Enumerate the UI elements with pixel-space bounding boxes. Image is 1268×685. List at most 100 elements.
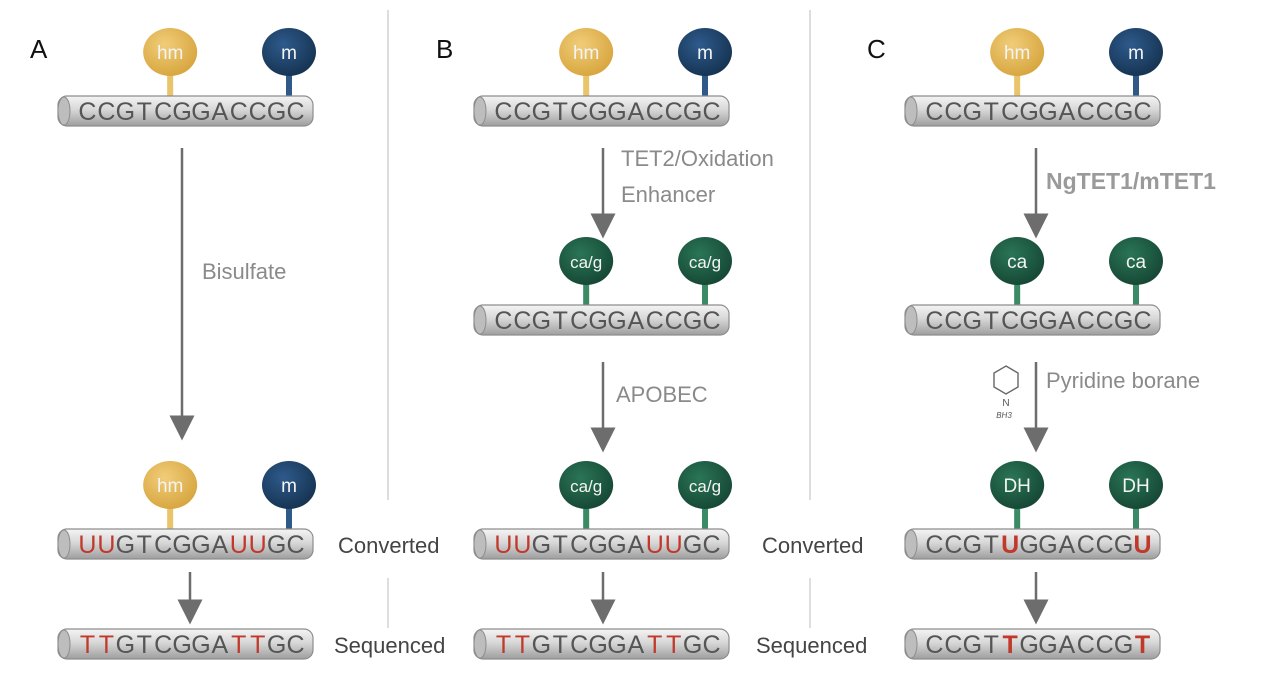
- converted-base: U: [78, 531, 96, 559]
- dna-base: T: [137, 98, 152, 126]
- dna-base: C: [1077, 307, 1095, 335]
- strand-end-cap: [904, 305, 918, 335]
- panel-label-b: B: [436, 34, 453, 64]
- marker-stem-green: [702, 283, 708, 307]
- dna-base: C: [1134, 98, 1152, 126]
- dna-base: T: [553, 631, 568, 659]
- dna-base: G: [683, 98, 702, 126]
- dna-base: C: [1077, 531, 1095, 559]
- dna-base: C: [646, 307, 664, 335]
- converted-base: T: [250, 631, 265, 659]
- dna-base: T: [553, 307, 568, 335]
- pyridine-n-atom: N: [1002, 398, 1009, 409]
- dna-base: G: [683, 307, 702, 335]
- converted-base: U: [230, 531, 248, 559]
- dna-base: C: [513, 307, 531, 335]
- dna-base: G: [191, 98, 210, 126]
- dna-base: G: [1038, 631, 1057, 659]
- marker-stem-green: [1014, 283, 1021, 307]
- dna-base: A: [212, 98, 229, 126]
- dna-base: C: [944, 631, 962, 659]
- dna-base: C: [494, 307, 512, 335]
- dna-base: G: [191, 531, 210, 559]
- marker-green-ball: [559, 461, 614, 509]
- dna-base: G: [1038, 307, 1057, 335]
- marker-blue-label: m: [697, 43, 713, 64]
- dna-base: G: [1114, 531, 1133, 559]
- dna-base: C: [570, 307, 588, 335]
- dna-base: C: [925, 98, 943, 126]
- dna-base: C: [570, 631, 588, 659]
- dna-base: G: [963, 531, 982, 559]
- dna-base: G: [532, 307, 551, 335]
- dna-base: C: [154, 531, 172, 559]
- dna-base: G: [607, 631, 626, 659]
- converted-base: U: [646, 531, 664, 559]
- dna-base: G: [1019, 631, 1038, 659]
- dna-base: A: [1059, 98, 1076, 126]
- dna-base: A: [1059, 307, 1076, 335]
- dna-base: G: [683, 531, 702, 559]
- converted-base: U: [494, 531, 512, 559]
- dna-base: G: [116, 531, 135, 559]
- sequenced-label-a: Sequenced: [334, 633, 445, 658]
- dna-base: C: [703, 307, 721, 335]
- marker-stem-green: [702, 507, 708, 531]
- pyridine-borane-structure-icon: N BH3: [993, 365, 1019, 420]
- marker-gold-ball: [559, 28, 614, 76]
- converted-base: T: [496, 631, 511, 659]
- marker-blue-ball: [678, 28, 732, 76]
- strand-end-cap: [473, 305, 487, 335]
- dna-base: C: [1096, 631, 1114, 659]
- dna-base: G: [191, 631, 210, 659]
- marker-stem-gold: [1014, 74, 1021, 98]
- dna-base: T: [984, 531, 999, 559]
- converted-base: T: [515, 631, 530, 659]
- marker-gold-label: hm: [157, 43, 183, 64]
- strand-end-cap: [904, 629, 918, 659]
- dna-base: C: [944, 307, 962, 335]
- dna-base: C: [1077, 98, 1095, 126]
- converted-base: T: [231, 631, 246, 659]
- dna-base: G: [172, 631, 191, 659]
- step-label-apobec: APOBEC: [616, 382, 708, 407]
- marker-gold-label: hm: [1004, 43, 1030, 64]
- sequenced-label-b: Sequenced: [756, 633, 867, 658]
- marker-blue-label: m: [1128, 43, 1144, 64]
- marker-green-label: DH: [1122, 476, 1149, 497]
- dna-base: C: [925, 631, 943, 659]
- marker-green-label: ca: [1126, 252, 1147, 273]
- dna-base: C: [249, 98, 267, 126]
- marker-stem-green: [1014, 507, 1021, 531]
- marker-stem-green: [583, 507, 590, 531]
- marker-green-ball: [678, 461, 732, 509]
- marker-stem-gold: [583, 74, 590, 98]
- dna-base: C: [230, 98, 248, 126]
- strand-end-cap: [473, 629, 487, 659]
- dna-base: G: [1019, 307, 1038, 335]
- dna-base: G: [172, 98, 191, 126]
- dna-base: T: [553, 98, 568, 126]
- marker-green-ball: [1109, 237, 1163, 285]
- dna-base: C: [287, 531, 305, 559]
- marker-stem-green: [1133, 507, 1139, 531]
- marker-green-label: ca/g: [689, 477, 721, 496]
- dna-base: C: [665, 307, 683, 335]
- panel-label-c: C: [867, 34, 886, 64]
- converted-base: T: [80, 631, 95, 659]
- dna-base: C: [513, 98, 531, 126]
- dna-base: G: [532, 98, 551, 126]
- converted-base: U: [1001, 531, 1019, 559]
- borane-group: BH3: [996, 411, 1012, 420]
- marker-green-ball: [990, 237, 1045, 285]
- marker-green-label: ca: [1007, 252, 1028, 273]
- marker-green-label: ca/g: [689, 253, 721, 272]
- dna-base: G: [172, 531, 191, 559]
- marker-green-ball: [1109, 461, 1163, 509]
- dna-base: C: [1001, 307, 1019, 335]
